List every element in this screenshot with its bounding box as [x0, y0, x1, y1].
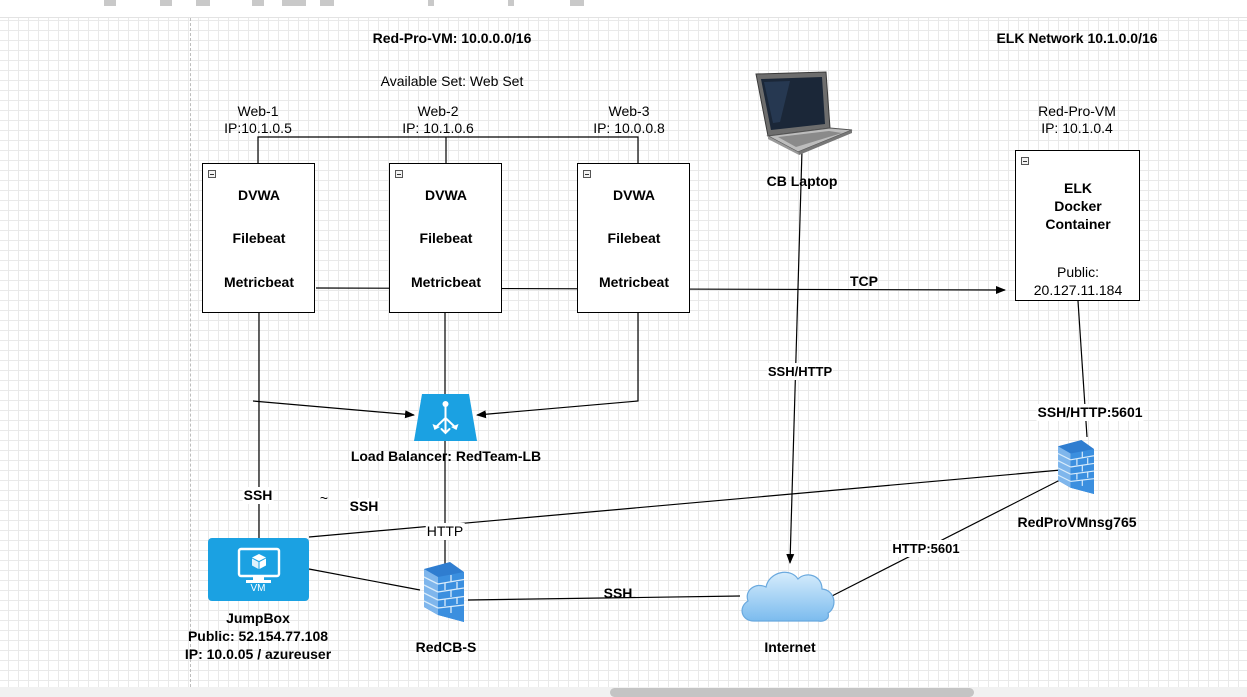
edge-label-tcp: TCP [850, 273, 878, 289]
monitor-icon [237, 547, 281, 583]
web1-vm-box[interactable]: DVWA Filebeat Metricbeat [202, 163, 315, 313]
load-balancer-icon[interactable] [414, 394, 477, 441]
collapse-icon[interactable] [583, 170, 591, 178]
internet-label: Internet [764, 639, 816, 655]
elk-public-label: Public: [1056, 264, 1100, 280]
edge-label-http-5601: HTTP:5601 [891, 540, 961, 557]
web2-ip: IP: 10.1.0.6 [402, 120, 474, 136]
web1-name: Web-1 [237, 103, 279, 119]
nsg-firewall-icon[interactable] [1058, 437, 1094, 497]
toolbar-button[interactable] [320, 0, 334, 6]
nsg-label: RedProVMnsg765 [1017, 514, 1137, 530]
jumpbox-name: JumpBox [226, 610, 290, 626]
edge-label-tilde: ~ [319, 490, 329, 506]
web2-service-metricbeat: Metricbeat [410, 274, 482, 290]
elk-public-ip: 20.127.11.184 [1033, 282, 1123, 298]
edge-label-http: HTTP [425, 523, 465, 540]
jumpbox-public-ip: Public: 52.154.77.108 [187, 628, 329, 644]
firewall-icon[interactable] [424, 562, 464, 622]
web3-service-filebeat: Filebeat [607, 230, 661, 246]
page-boundary [190, 18, 191, 687]
availability-set-label: Available Set: Web Set [380, 73, 524, 89]
toolbar-button[interactable] [252, 0, 264, 6]
web3-service-metricbeat: Metricbeat [598, 274, 670, 290]
toolbar-button[interactable] [570, 0, 584, 6]
web3-to-lb [476, 313, 639, 419]
jumpbox-vm-text: VM [250, 583, 266, 594]
elk-line-docker: Docker [1054, 198, 1102, 214]
firewall-to-internet [467, 595, 741, 601]
collapse-icon[interactable] [1021, 157, 1029, 165]
toolbar-button[interactable] [428, 0, 434, 6]
collapse-icon[interactable] [395, 170, 403, 178]
elk-vm-ip: IP: 10.1.0.4 [1041, 120, 1113, 136]
web1-service-metricbeat: Metricbeat [223, 274, 295, 290]
diagram-canvas[interactable] [0, 18, 1247, 687]
horizontal-scrollbar-thumb[interactable] [610, 688, 974, 697]
red-vnet-title: Red-Pro-VM: 10.0.0.0/16 [372, 30, 532, 46]
web3-ip: IP: 10.0.0.8 [593, 120, 665, 136]
elk-vnet-title: ELK Network 10.1.0.0/16 [996, 30, 1158, 46]
internet-cloud-icon[interactable] [738, 563, 838, 625]
web1-service-filebeat: Filebeat [232, 230, 286, 246]
web3-vm-box[interactable]: DVWA Filebeat Metricbeat [577, 163, 690, 313]
load-balancer-label: Load Balancer: RedTeam-LB [350, 448, 542, 464]
edge-label-ssh-http-5601: SSH/HTTP:5601 [1036, 404, 1144, 421]
laptop-label: CB Laptop [766, 173, 838, 189]
elk-vm-name: Red-Pro-VM [1038, 103, 1116, 119]
web1-ip: IP:10.1.0.5 [224, 120, 292, 136]
nsg-to-jumpbox [308, 469, 1062, 538]
web1-to-lb [252, 400, 415, 419]
web3-name: Web-3 [608, 103, 650, 119]
edge-label-ssh-nsg: SSH [348, 498, 380, 515]
elk-vm-box[interactable]: ELK Docker Container Public: 20.127.11.1… [1015, 150, 1140, 301]
collapse-icon[interactable] [208, 170, 216, 178]
toolbar-button[interactable] [196, 0, 210, 6]
web1-service-dvwa: DVWA [238, 187, 280, 203]
jumpbox-private-ip: IP: 10.0.05 / azureuser [184, 646, 332, 662]
toolbar-button[interactable] [160, 0, 172, 6]
web-bus-line [257, 136, 639, 163]
toolbar-button[interactable] [282, 0, 306, 6]
jumpbox-to-firewall [308, 568, 421, 591]
web2-service-filebeat: Filebeat [419, 230, 473, 246]
internet-to-nsg [827, 479, 1061, 599]
edge-label-ssh-internet: SSH [603, 585, 633, 601]
web2-name: Web-2 [417, 103, 459, 119]
edge-label-ssh-http: SSH/HTTP [766, 363, 834, 380]
edge-label-ssh-jumpbox: SSH [242, 487, 274, 504]
firewall-label: RedCB-S [415, 639, 477, 655]
toolbar-button[interactable] [508, 0, 514, 6]
toolbar [0, 0, 1247, 18]
jumpbox-vm-icon[interactable]: VM [208, 538, 309, 601]
elk-line-elk: ELK [1064, 180, 1092, 196]
toolbar-button[interactable] [104, 0, 116, 6]
web3-service-dvwa: DVWA [613, 187, 655, 203]
laptop-icon[interactable] [750, 70, 854, 155]
elk-line-container: Container [1045, 216, 1111, 232]
web2-service-dvwa: DVWA [425, 187, 467, 203]
laptop-to-internet [786, 149, 803, 564]
web2-vm-box[interactable]: DVWA Filebeat Metricbeat [389, 163, 502, 313]
